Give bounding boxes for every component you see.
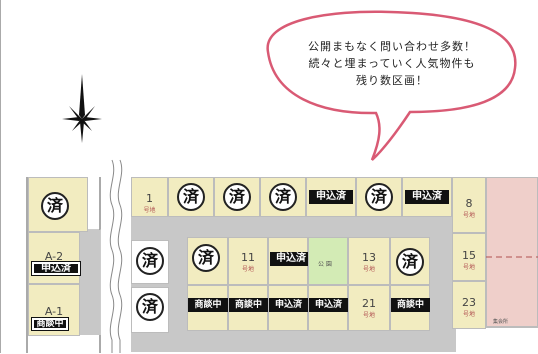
sold-mark: 済 [396,248,424,276]
status-badge-negotiating: 商談中 [391,298,430,312]
north-star-icon [62,74,102,143]
neighbor-area [486,177,538,327]
status-badge-applied: 申込済 [31,261,81,276]
speech-bubble [266,10,517,161]
status-badge-applied: 申込済 [405,190,449,204]
misc-label: 集会所 [493,319,509,325]
lot-a2-number: A-2 [44,250,64,263]
status-badge-applied: 申込済 [269,298,308,312]
status-badge-negotiating: 商談中 [188,298,228,312]
left-road [80,230,100,335]
status-badge-negotiating: 商談中 [31,317,69,331]
park-label: 公 園 [318,261,332,268]
bubble-line-2: 続々と埋まっていく人気物件も [308,57,476,70]
lot-1[interactable] [131,177,168,217]
sold-mark: 済 [136,247,164,275]
park [308,237,348,285]
lot-13[interactable] [348,237,390,285]
sold-mark: 済 [177,183,205,211]
lot-8[interactable] [452,177,486,233]
sold-mark: 済 [136,293,164,321]
sold-mark: 済 [269,183,297,211]
lot-23[interactable] [452,281,486,329]
bubble-line-3: 残り数区画！ [356,74,428,87]
lot-21[interactable] [348,285,390,331]
sold-mark: 済 [223,183,251,211]
lot-a1-number: A-1 [44,305,64,318]
lot-11[interactable] [228,237,268,285]
sold-mark: 済 [365,183,393,211]
status-badge-applied: 申込済 [270,252,312,266]
status-badge-negotiating: 商談中 [229,298,268,312]
street-edge [486,327,538,354]
status-badge-applied: 申込済 [309,298,348,312]
lot-15[interactable] [452,233,486,281]
status-badge-applied: 申込済 [309,190,353,204]
sold-mark: 済 [41,192,69,220]
bubble-line-1: 公開まもなく問い合わせ多数！ [308,40,476,53]
boundary-dashed-line [486,256,538,258]
sold-mark: 済 [192,244,220,272]
